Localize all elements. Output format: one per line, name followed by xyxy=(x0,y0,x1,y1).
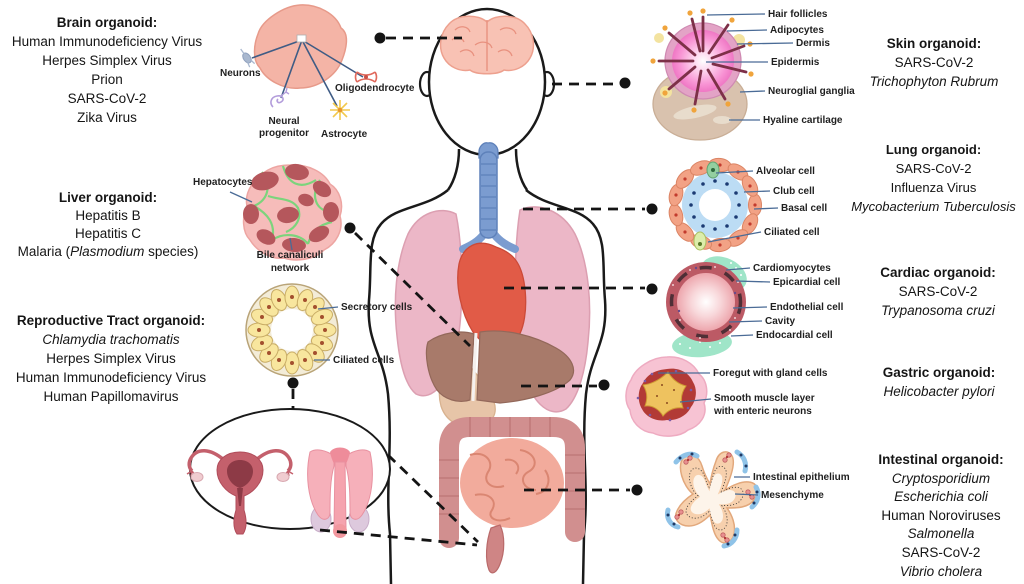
cell-label-secretory-cells: Secretory cells xyxy=(341,302,413,313)
pathogen-item: Hepatitis B xyxy=(75,208,141,223)
panel-title-skin: Skin organoid: xyxy=(886,36,982,51)
pathogen-item: Hepatitis C xyxy=(74,226,142,241)
gastric-organoid-illustration xyxy=(625,356,708,437)
label-leader-lines xyxy=(229,13,794,496)
neural-progenitor-icon xyxy=(270,87,290,108)
cell-label-ciliated-cell: Ciliated cell xyxy=(764,227,820,238)
pathogen-item: Human Papillomavirus xyxy=(43,389,179,404)
intestinal-organoid-illustration xyxy=(665,449,761,549)
cell-label-oligodendrocyte: Oligodendrocyte xyxy=(335,83,415,94)
panel-title-intestinal: Intestinal organoid: xyxy=(878,452,1004,467)
cell-label-neurons: Neurons xyxy=(220,68,261,79)
cardiac-organoid-panel: Cardiac organoid: SARS-CoV-2 Trypanosoma… xyxy=(852,263,1024,320)
skin-organoid-illustration xyxy=(650,8,754,141)
pathogen-item: Trichophyton Rubrum xyxy=(869,74,999,89)
brain-illustration xyxy=(439,15,535,75)
pathogen-item: Trypanosoma cruzi xyxy=(881,303,995,318)
panel-title-liver: Liver organoid: xyxy=(58,190,158,205)
pathogen-item: Chlamydia trachomatis xyxy=(42,332,180,347)
liver-organoid-panel: Liver organoid: Hepatitis B Hepatitis C … xyxy=(0,189,216,261)
cell-label-ciliated-cells: Ciliated cells xyxy=(333,355,395,366)
pathogen-item: Prion xyxy=(91,72,123,87)
cell-label-cavity: Cavity xyxy=(765,316,796,327)
cell-label-epicardial-cell: Epicardial cell xyxy=(773,277,841,288)
reproductive-organs-inset xyxy=(186,408,391,538)
cardiac-organoid-illustration xyxy=(666,256,747,358)
pathogen-item: Herpes Simplex Virus xyxy=(46,351,176,366)
pathogen-item: SARS-CoV-2 xyxy=(898,284,978,299)
follicle-tips xyxy=(650,8,754,113)
liver-organoid-illustration xyxy=(242,163,343,261)
pathogen-item: Cryptosporidium xyxy=(891,470,991,486)
cell-label-endothelial-cell: Endothelial cell xyxy=(770,302,844,313)
intestines-illustration xyxy=(439,417,585,574)
pathogen-item: SARS-CoV-2 xyxy=(901,544,981,560)
cell-label-endocardial-cell: Endocardial cell xyxy=(756,330,833,341)
cell-label-adipocytes: Adipocytes xyxy=(770,25,824,36)
astrocyte-icon xyxy=(330,100,350,120)
female-reproductive-illustration xyxy=(186,449,294,535)
lung-organoid-illustration xyxy=(668,157,762,253)
pathogen-item: Human Immunodeficiency Virus xyxy=(11,34,203,49)
cell-label-foregut: Foregut with gland cells xyxy=(713,368,828,379)
pathogen-item: Zika Virus xyxy=(77,110,137,125)
pathogen-item: Influenza Virus xyxy=(890,180,977,195)
panel-title-cardiac: Cardiac organoid: xyxy=(880,265,996,280)
panel-title-reproductive: Reproductive Tract organoid: xyxy=(16,313,206,328)
male-reproductive-illustration xyxy=(307,447,373,538)
pathogen-item: SARS-CoV-2 xyxy=(894,55,974,70)
pathogen-item: Vibrio cholera xyxy=(899,563,983,579)
cell-label-hepatocytes: Hepatocytes xyxy=(193,177,253,188)
cell-label-epidermis: Epidermis xyxy=(771,57,820,68)
pathogen-item: Escherichia coli xyxy=(894,489,988,505)
intestinal-organoid-panel: Intestinal organoid: Cryptosporidium Esc… xyxy=(858,451,1024,581)
lung-organoid-panel: Lung organoid: SARS-CoV-2 Influenza Viru… xyxy=(843,140,1024,216)
pathogen-item: Salmonella xyxy=(907,526,975,542)
cell-label-hair-follicles: Hair follicles xyxy=(768,9,828,20)
cell-label-bile-canaliculi: Bile canaliculi network xyxy=(256,250,324,274)
panel-title-lung: Lung organoid: xyxy=(885,142,982,157)
trachea-illustration xyxy=(459,142,519,253)
hair-follicles-illustration xyxy=(657,15,748,106)
gastric-organoid-panel: Gastric organoid: Helicobacter pylori xyxy=(855,363,1023,401)
cell-label-alveolar-cell: Alveolar cell xyxy=(756,166,815,177)
pathogen-item: Malaria (Plasmodium species) xyxy=(17,244,199,259)
cell-label-hyaline-cartilage: Hyaline cartilage xyxy=(763,115,843,126)
cell-label-dermis: Dermis xyxy=(796,38,830,49)
pathogen-item: SARS-CoV-2 xyxy=(895,161,972,176)
pathogen-item: Helicobacter pylori xyxy=(883,384,995,399)
pathogen-item: SARS-CoV-2 xyxy=(67,91,147,106)
pathogen-item: Herpes Simplex Virus xyxy=(42,53,172,68)
brain-organoid-panel: Brain organoid: Human Immunodeficiency V… xyxy=(0,13,214,127)
connector-dots xyxy=(287,32,658,496)
brain-organoid-illustration xyxy=(240,4,378,120)
cell-label-intestinal-epithelium: Intestinal epithelium xyxy=(753,472,850,483)
cell-label-smooth-muscle: Smooth muscle layer with enteric neurons xyxy=(714,393,815,417)
connector-lines xyxy=(291,36,645,547)
oligodendrocyte-icon xyxy=(354,71,378,83)
neuron-icon xyxy=(240,48,256,68)
panel-title-brain: Brain organoid: xyxy=(56,15,158,30)
human-body-illustration xyxy=(367,7,607,584)
cell-label-neuroglial-ganglia: Neuroglial ganglia xyxy=(768,86,855,97)
skin-organoid-panel: Skin organoid: SARS-CoV-2 Trichophyton R… xyxy=(848,34,1020,91)
cell-label-cardiomyocytes: Cardiomyocytes xyxy=(753,263,831,274)
pathogen-item: Human Noroviruses xyxy=(881,507,1001,523)
pathogen-item: Mycobacterium Tuberculosis xyxy=(851,199,1016,214)
reproductive-tract-organoid-panel: Reproductive Tract organoid: Chlamydia t… xyxy=(0,311,222,406)
panel-title-gastric: Gastric organoid: xyxy=(882,365,996,380)
cell-label-mesenchyme: Mesenchyme xyxy=(761,490,824,501)
cell-label-club-cell: Club cell xyxy=(773,186,815,197)
cell-label-astrocyte: Astrocyte xyxy=(321,129,368,140)
pathogen-item: Human Immunodeficiency Virus xyxy=(15,370,207,385)
cell-label-basal-cell: Basal cell xyxy=(781,203,828,214)
reproductive-organoid-illustration xyxy=(245,283,339,377)
cell-label-neural-progenitor: Neural progenitor xyxy=(259,116,309,139)
